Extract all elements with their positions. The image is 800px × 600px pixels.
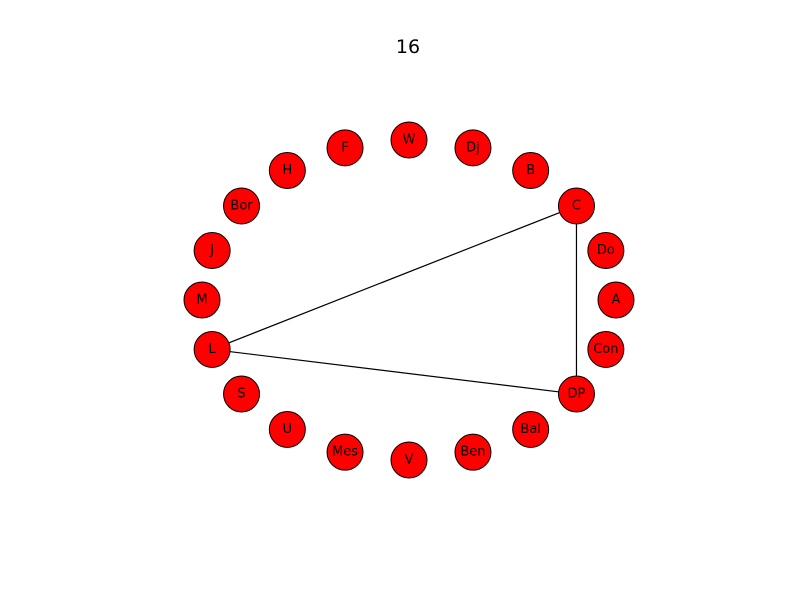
- node-Mes: Mes: [326, 433, 364, 471]
- node-label: A: [612, 293, 621, 308]
- node-label: M: [196, 293, 207, 308]
- node-B: B: [512, 152, 550, 190]
- node-circle: [512, 410, 550, 448]
- node-circle: [454, 129, 492, 167]
- node-circle: [512, 152, 550, 190]
- node-W: W: [390, 121, 428, 159]
- node-U: U: [268, 410, 306, 448]
- node-circle: [597, 281, 635, 319]
- node-H: H: [268, 152, 306, 190]
- node-label: S: [237, 387, 245, 402]
- node-label: Con: [593, 342, 618, 357]
- node-label: J: [209, 243, 214, 258]
- node-DP: DP: [557, 375, 595, 413]
- node-circle: [223, 375, 261, 413]
- node-label: H: [282, 163, 292, 178]
- node-circle: [326, 433, 364, 471]
- diagram-title: 16: [396, 36, 420, 58]
- node-Ben: Ben: [454, 433, 492, 471]
- edges-layer: [211, 205, 578, 395]
- node-label: L: [209, 342, 217, 357]
- node-label: W: [403, 133, 416, 148]
- node-Dj: Dj: [454, 129, 492, 167]
- node-F: F: [326, 129, 364, 167]
- node-Do: Do: [587, 232, 625, 270]
- node-circle: [268, 410, 306, 448]
- node-circle: [587, 330, 625, 368]
- node-V: V: [390, 441, 428, 479]
- node-label: V: [405, 453, 414, 468]
- node-circle: [557, 187, 595, 225]
- node-M: M: [183, 281, 221, 319]
- node-label: U: [283, 422, 293, 437]
- node-circle: [390, 121, 428, 159]
- node-Bor: Bor: [223, 187, 261, 225]
- node-C: C: [557, 187, 595, 225]
- node-circle: [268, 152, 306, 190]
- edge-L-DP: [212, 348, 577, 395]
- node-S: S: [223, 375, 261, 413]
- node-circle: [223, 187, 261, 225]
- node-A: A: [597, 281, 635, 319]
- node-Bal: Bal: [512, 410, 550, 448]
- node-label: Mes: [332, 445, 358, 460]
- node-J: J: [193, 232, 231, 270]
- node-circle: [587, 232, 625, 270]
- node-label: F: [341, 140, 348, 155]
- node-circle: [326, 129, 364, 167]
- node-label: Bor: [230, 198, 253, 213]
- node-label: Dj: [466, 140, 480, 155]
- node-circle: [183, 281, 221, 319]
- node-label: Do: [597, 243, 615, 258]
- node-circle: [193, 232, 231, 270]
- node-label: DP: [568, 387, 586, 402]
- node-circle: [557, 375, 595, 413]
- node-label: Ben: [460, 445, 485, 460]
- node-L: L: [193, 330, 231, 368]
- node-circle: [193, 330, 231, 368]
- node-Con: Con: [587, 330, 625, 368]
- edge-C-L: [211, 205, 577, 351]
- node-label: Bal: [520, 422, 541, 437]
- node-label: C: [572, 198, 581, 213]
- node-label: B: [526, 163, 535, 178]
- node-circle: [390, 441, 428, 479]
- node-circle: [454, 433, 492, 471]
